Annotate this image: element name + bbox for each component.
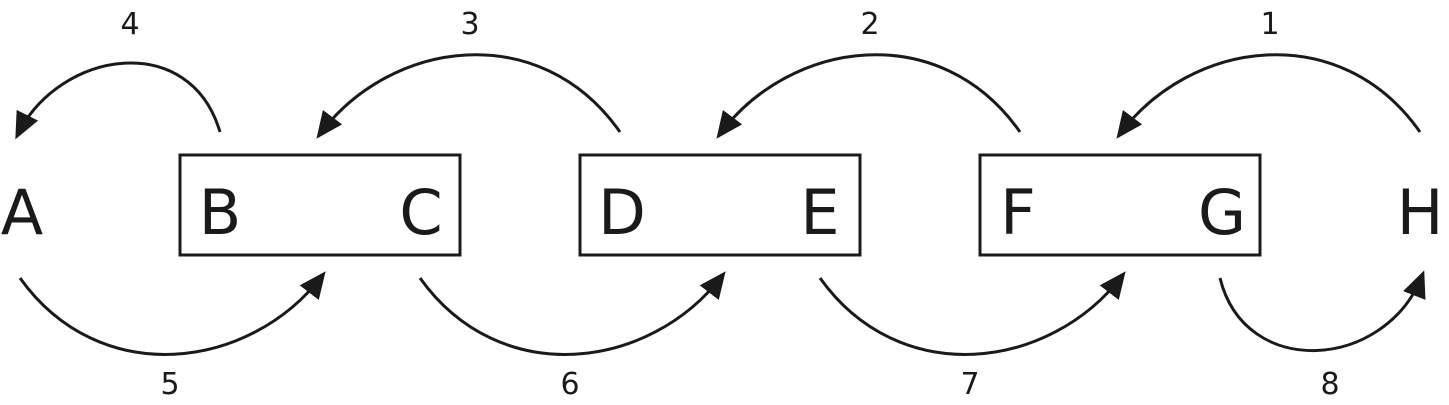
group-box-fg (978, 153, 1262, 257)
move-arrow-1 (1116, 53, 1422, 139)
node-a: A (1, 176, 43, 249)
step-label-6: 6 (560, 367, 579, 402)
node-e: E (800, 176, 839, 249)
node-c: C (399, 176, 442, 249)
step-label-7: 7 (960, 367, 979, 402)
node-h: H (1397, 176, 1444, 249)
group-box-bc (178, 153, 462, 257)
move-arrow-7 (818, 271, 1126, 356)
move-arrow-5 (18, 271, 326, 356)
move-arrow-6 (418, 271, 726, 356)
node-f: F (1000, 176, 1036, 249)
node-b: B (199, 176, 242, 249)
move-arrow-8 (1218, 270, 1426, 353)
move-arrow-2 (716, 53, 1022, 139)
move-arrow-4 (15, 61, 222, 140)
step-label-8: 8 (1320, 367, 1339, 402)
step-label-2: 2 (860, 7, 879, 42)
node-g: G (1198, 176, 1246, 249)
step-label-4: 4 (120, 7, 139, 42)
step-label-5: 5 (160, 367, 179, 402)
node-d: D (598, 176, 646, 249)
step-label-1: 1 (1260, 7, 1279, 42)
move-arrow-3 (316, 53, 622, 139)
step-label-3: 3 (460, 7, 479, 42)
group-box-de (578, 153, 862, 257)
